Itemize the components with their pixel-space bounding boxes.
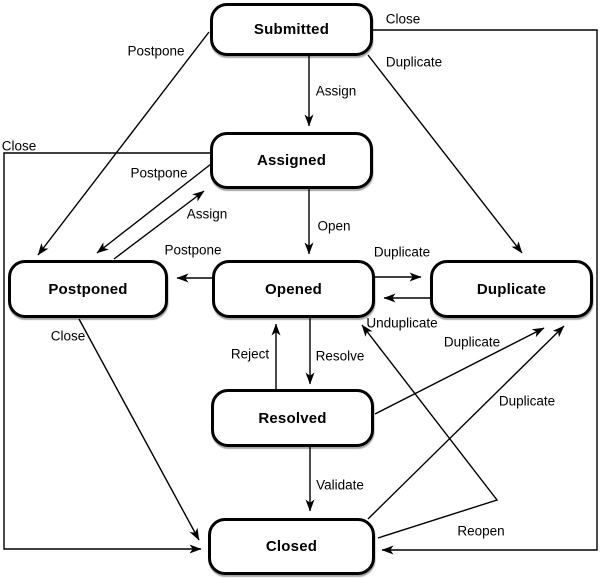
transition-arrows [3,29,598,555]
transition-label-assigned-close: Close [2,139,37,154]
state-node-label-opened: Opened [264,280,323,298]
transition-label-submitted-assign: Assign [316,84,357,99]
transition-label-resolved-validate: Validate [316,478,364,493]
state-node-label-duplicate: Duplicate [476,280,547,298]
transition-label-submitted-close: Close [386,12,421,27]
state-node-postponed: Postponed [8,260,168,318]
state-node-submitted: Submitted [210,3,373,56]
transition-label-submitted-duplicate: Duplicate [386,55,442,70]
state-node-label-postponed: Postponed [48,280,128,298]
transition-postponed-close [78,318,200,541]
transition-label-submitted-postpone: Postpone [127,44,184,59]
transition-label-resolved-reject: Reject [231,347,270,362]
transition-label-opened-postpone: Postpone [164,243,221,258]
transition-label-opened-resolve: Resolve [316,349,365,364]
state-node-label-closed: Closed [265,538,318,555]
transition-resolved-duplicate [374,327,545,415]
transition-submitted-duplicate [367,54,523,254]
state-node-label-submitted: Submitted [253,21,330,38]
state-node-label-assigned: Assigned [256,152,327,169]
transition-submitted-postpone [37,31,210,256]
state-node-resolved: Resolved [211,389,374,447]
state-node-label-resolved: Resolved [258,409,327,427]
state-node-closed: Closed [208,518,375,575]
transition-closed-reopen [361,324,499,539]
transition-label-postponed-assign: Assign [187,207,228,222]
transition-closed-duplicate [367,325,565,520]
transition-assigned-close [3,152,210,554]
state-node-assigned: Assigned [210,132,373,189]
transition-label-assigned-open: Open [317,219,350,234]
transition-label-duplicate-unduplicate: Unduplicate [366,316,437,331]
transition-assigned-postpone [96,163,212,254]
transition-label-resolved-duplicate: Duplicate [444,335,500,350]
transition-labels: AssignPostponeCloseDuplicateOpenPostpone… [2,12,555,539]
transition-label-closed-duplicate: Duplicate [499,394,555,409]
transition-submitted-close [373,29,598,555]
state-node-duplicate: Duplicate [430,260,593,318]
transition-postponed-assign [113,190,205,260]
transition-label-assigned-postpone: Postpone [130,166,187,181]
transition-label-postponed-close: Close [51,329,86,344]
transition-label-closed-reopen: Reopen [457,524,504,539]
transition-label-opened-duplicate: Duplicate [374,245,430,260]
state-node-opened: Opened [212,260,375,318]
